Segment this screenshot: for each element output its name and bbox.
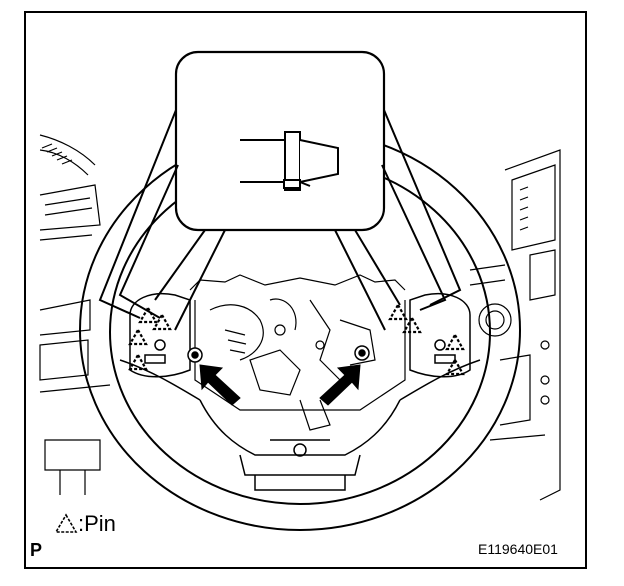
steering-hub-mechanism (189, 274, 406, 431)
pin-icon (445, 332, 465, 351)
dashboard-left (39, 134, 111, 495)
legend-triangle-icon (54, 513, 78, 533)
figure-id: E119640E01 (478, 541, 558, 557)
steering-wheel-spokes (119, 359, 481, 491)
pin-icon (128, 327, 148, 346)
left-switch-bezel (129, 293, 191, 378)
mounting-screws (187, 345, 370, 363)
right-arrow-icon (319, 364, 361, 406)
pin-icon (445, 357, 465, 376)
pin-icon (138, 305, 158, 324)
pin-icon (402, 315, 422, 334)
direction-arrows (199, 364, 361, 406)
left-arrow-icon (199, 364, 241, 406)
pin-icon (388, 302, 408, 321)
pin-detail (240, 131, 339, 191)
pin-legend-text: Pin (84, 511, 116, 536)
page-code: P (30, 540, 43, 560)
pin-icon (128, 352, 148, 371)
callout-leader-lines (98, 109, 462, 331)
pin-icon (152, 312, 172, 331)
left-pin-markers (128, 305, 172, 371)
dashboard-right (469, 149, 561, 501)
right-pin-markers (388, 302, 465, 376)
pin-legend: :Pin (78, 511, 116, 536)
